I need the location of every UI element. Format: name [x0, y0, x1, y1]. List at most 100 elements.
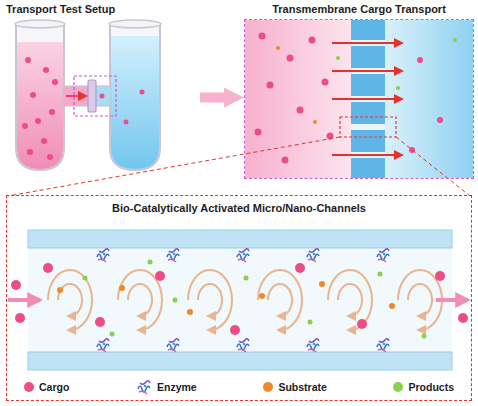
cargo-dot — [297, 107, 304, 114]
product-dot — [173, 298, 178, 303]
product-dot — [148, 260, 153, 265]
panel-title: Transmembrane Cargo Transport — [245, 3, 473, 16]
cargo-dot — [435, 271, 445, 281]
product-dot — [453, 38, 457, 42]
cargo-dot — [282, 157, 289, 164]
cargo-dot — [27, 149, 33, 155]
cargo-dots — [11, 263, 468, 335]
zoom-line — [8, 137, 340, 196]
cargo-dot — [43, 67, 49, 73]
enzyme-icon — [307, 339, 319, 352]
membrane-flange — [88, 80, 96, 112]
vortex-arrow — [398, 270, 442, 330]
channel-wall — [28, 352, 452, 370]
transport-arrow — [332, 70, 402, 72]
cargo-dot — [140, 90, 145, 95]
product-dot — [83, 276, 88, 281]
vortex-arrow — [408, 284, 432, 316]
vortex-arrow — [128, 284, 152, 316]
zoom-line — [396, 137, 470, 196]
enzyme-icon — [307, 249, 319, 262]
flow-arrow — [200, 93, 224, 103]
cargo-dot — [287, 55, 294, 62]
enzyme-icon — [237, 249, 249, 262]
legend-item: Products — [393, 379, 454, 395]
cargo-dot — [95, 317, 105, 327]
cargo-dot — [259, 33, 266, 40]
cargo-dot — [100, 94, 105, 99]
legend-item: Enzyme — [136, 379, 197, 395]
enzyme-icon — [138, 381, 150, 394]
small-molecules — [276, 38, 457, 124]
substrate-dot — [319, 281, 325, 287]
cargo-dot — [295, 263, 305, 273]
cargo-dot — [267, 82, 274, 89]
cargo-dots — [22, 57, 145, 160]
substrate-dots — [57, 281, 395, 315]
legend-swatch — [393, 382, 403, 392]
legend-label: Substrate — [278, 381, 326, 393]
enzyme-icon — [377, 339, 389, 352]
product-dot — [244, 276, 249, 281]
vortex-arrow — [268, 284, 292, 316]
substrate-dot — [57, 287, 63, 293]
enzyme-icon — [377, 249, 389, 262]
vortices — [48, 270, 442, 330]
enzyme-icon — [97, 249, 109, 262]
product-dot — [110, 332, 115, 337]
vortex-arrow — [48, 270, 92, 330]
test-tube — [110, 24, 160, 170]
substrate-dot — [187, 309, 193, 315]
legend-item: Cargo — [24, 379, 69, 395]
cargo-dot — [458, 313, 468, 323]
cargo-dot — [43, 263, 53, 273]
pink-liquid — [17, 42, 63, 169]
enzyme-icon — [97, 339, 109, 352]
product-dot — [378, 272, 383, 277]
legend-item: Substrate — [263, 379, 326, 395]
product-dot — [422, 334, 427, 339]
zoom-box — [340, 117, 396, 137]
legend-swatch — [263, 382, 273, 392]
enzyme-icon — [237, 339, 249, 352]
transport-arrows — [332, 43, 402, 155]
cargo-dot — [124, 120, 129, 125]
vortex-arrow — [258, 270, 302, 330]
channel-wall — [28, 230, 452, 248]
legend-label: Enzyme — [157, 381, 197, 393]
substrate-dot — [259, 293, 265, 299]
channel — [351, 124, 385, 130]
vortex-arrow — [118, 270, 162, 330]
enzyme-swatch — [136, 379, 152, 395]
panel-box: Transmembrane Cargo Transport — [244, 19, 474, 179]
product-dot — [396, 86, 400, 90]
transport-arrow — [332, 154, 402, 156]
enzymes — [97, 249, 389, 352]
panel-title: Bio-Catalytically Activated Micro/Nano-C… — [7, 202, 471, 215]
panel-box: Bio-Catalytically Activated Micro/Nano-C… — [6, 195, 472, 401]
cargo-dot — [417, 57, 423, 63]
outflow-arrow — [436, 298, 468, 302]
substrate-dot — [276, 46, 280, 50]
substrate-dot — [313, 120, 317, 124]
cargo-dot — [15, 313, 25, 323]
test-tube — [16, 24, 64, 170]
legend-swatch — [24, 382, 34, 392]
legend-label: Cargo — [39, 381, 69, 393]
cargo-dot — [322, 79, 329, 86]
cargo-dot — [22, 123, 28, 129]
substrate-dot — [389, 303, 395, 309]
panel-title: Transport Test Setup — [6, 3, 196, 16]
cargo-dot — [49, 109, 55, 115]
panel-box: Transport Test Setup — [0, 0, 200, 176]
product-dot — [336, 56, 340, 60]
cargo-dot — [52, 79, 58, 85]
cargo-dot — [357, 319, 367, 329]
cargo-dots — [255, 33, 444, 164]
vortex-arrow — [338, 284, 362, 316]
product-dots — [83, 260, 427, 339]
cargo-dot — [437, 117, 443, 123]
transport-arrow — [332, 98, 402, 100]
inflow-arrow — [8, 298, 40, 302]
